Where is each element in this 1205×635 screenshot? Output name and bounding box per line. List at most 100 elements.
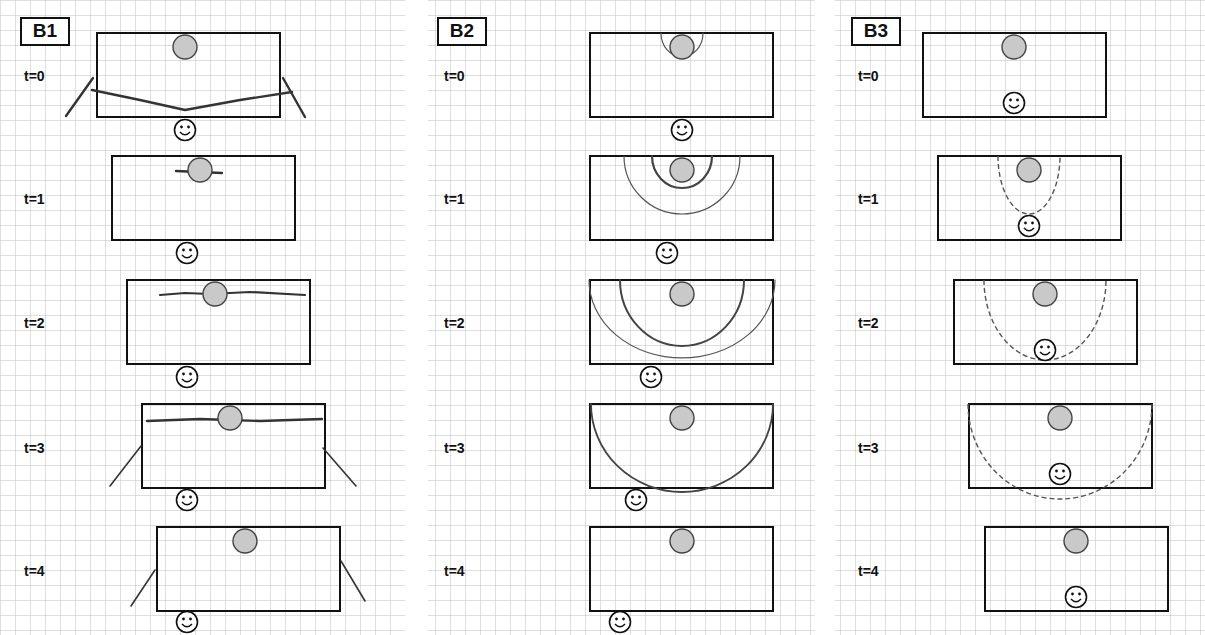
source-ball [1048,406,1072,430]
time-label: t=2 [24,316,45,331]
smiley-observer [641,367,662,388]
source-ball [233,529,257,553]
grid-panel [0,0,405,635]
hand-drawn-wavefront [620,280,744,346]
source-ball [670,158,694,182]
hand-drawn-wavefront [323,448,356,486]
smiley-eye [189,249,192,252]
smiley-eye [662,249,665,252]
smiley-eye [182,496,185,499]
time-label: t=0 [858,69,879,84]
panel-tag: B3 [851,17,901,46]
smiley-eye [1071,593,1074,596]
smiley-eye [622,618,625,621]
smiley-face [1066,587,1087,608]
panel-label: B1 [33,21,57,42]
smiley-observer [177,612,198,633]
smiley-face [672,120,693,141]
smiley-observer [177,490,198,511]
frame-rect [112,156,295,240]
smiley-observer [1050,464,1071,485]
smiley-observer [177,243,198,264]
frame-rect [969,404,1152,488]
smiley-eye [1024,222,1027,225]
frame-rect [127,280,310,364]
source-ball [173,35,197,59]
time-label: t=3 [858,441,879,456]
smiley-face [177,490,198,511]
smiley-mouth [1071,599,1081,602]
smiley-observer [175,120,196,141]
source-ball [670,529,694,553]
time-label: t=0 [24,69,45,84]
frame-rect [157,527,340,611]
smiley-eye [677,126,680,129]
smiley-eye [1055,470,1058,473]
frame-rect [142,404,325,488]
smiley-eye [182,249,185,252]
smiley-observer [657,243,678,264]
smiley-face [177,243,198,264]
smiley-observer [1066,587,1087,608]
source-ball [670,282,694,306]
smiley-mouth [182,502,192,505]
time-label: t=4 [858,564,879,579]
smiley-observer [177,367,198,388]
smiley-eye [684,126,687,129]
dashed-wavefront [984,280,1106,360]
smiley-mouth [615,624,625,627]
time-label: t=4 [24,564,45,579]
panel-tag: B1 [20,17,70,46]
smiley-observer [610,612,631,633]
source-ball [188,158,212,182]
frame-rect [590,280,773,364]
smiley-eye [187,126,190,129]
smiley-face [1004,93,1025,114]
frame-rect [590,527,773,611]
hand-drawn-wavefront [66,78,93,116]
source-ball [670,35,694,59]
smiley-mouth [182,379,192,382]
frame-rect [97,33,280,117]
smiley-mouth [182,624,192,627]
hand-drawn-wavefront [92,90,292,110]
time-label: t=2 [444,316,465,331]
hand-drawn-wavefront [131,570,155,606]
hand-drawn-wavefront [160,292,305,295]
frame-rect [590,404,773,488]
source-ball [1064,529,1088,553]
source-ball [670,406,694,430]
hand-drawn-wavefront [591,404,773,492]
smiley-eye [669,249,672,252]
time-label: t=2 [858,316,879,331]
smiley-eye [182,618,185,621]
dashed-wavefront [998,156,1060,214]
time-label: t=1 [444,192,465,207]
time-label: t=1 [24,192,45,207]
smiley-eye [1016,99,1019,102]
smiley-mouth [182,255,192,258]
smiley-eye [1040,346,1043,349]
source-ball [218,406,242,430]
smiley-observer [1004,93,1025,114]
smiley-eye [189,618,192,621]
smiley-mouth [180,132,190,135]
frame-rect [985,527,1168,611]
smiley-face [1035,340,1056,361]
panel-label: B3 [864,21,888,42]
smiley-face [1019,216,1040,237]
smiley-face [175,120,196,141]
time-label: t=4 [444,564,465,579]
time-label: t=3 [444,441,465,456]
dashed-wavefront [968,404,1152,499]
hand-drawn-wavefront [283,78,305,117]
smiley-eye [1009,99,1012,102]
smiley-eye [631,496,634,499]
frame-rect [938,156,1121,240]
smiley-mouth [646,379,656,382]
smiley-eye [182,373,185,376]
smiley-mouth [677,132,687,135]
grid-panel [835,0,1205,635]
smiley-eye [180,126,183,129]
